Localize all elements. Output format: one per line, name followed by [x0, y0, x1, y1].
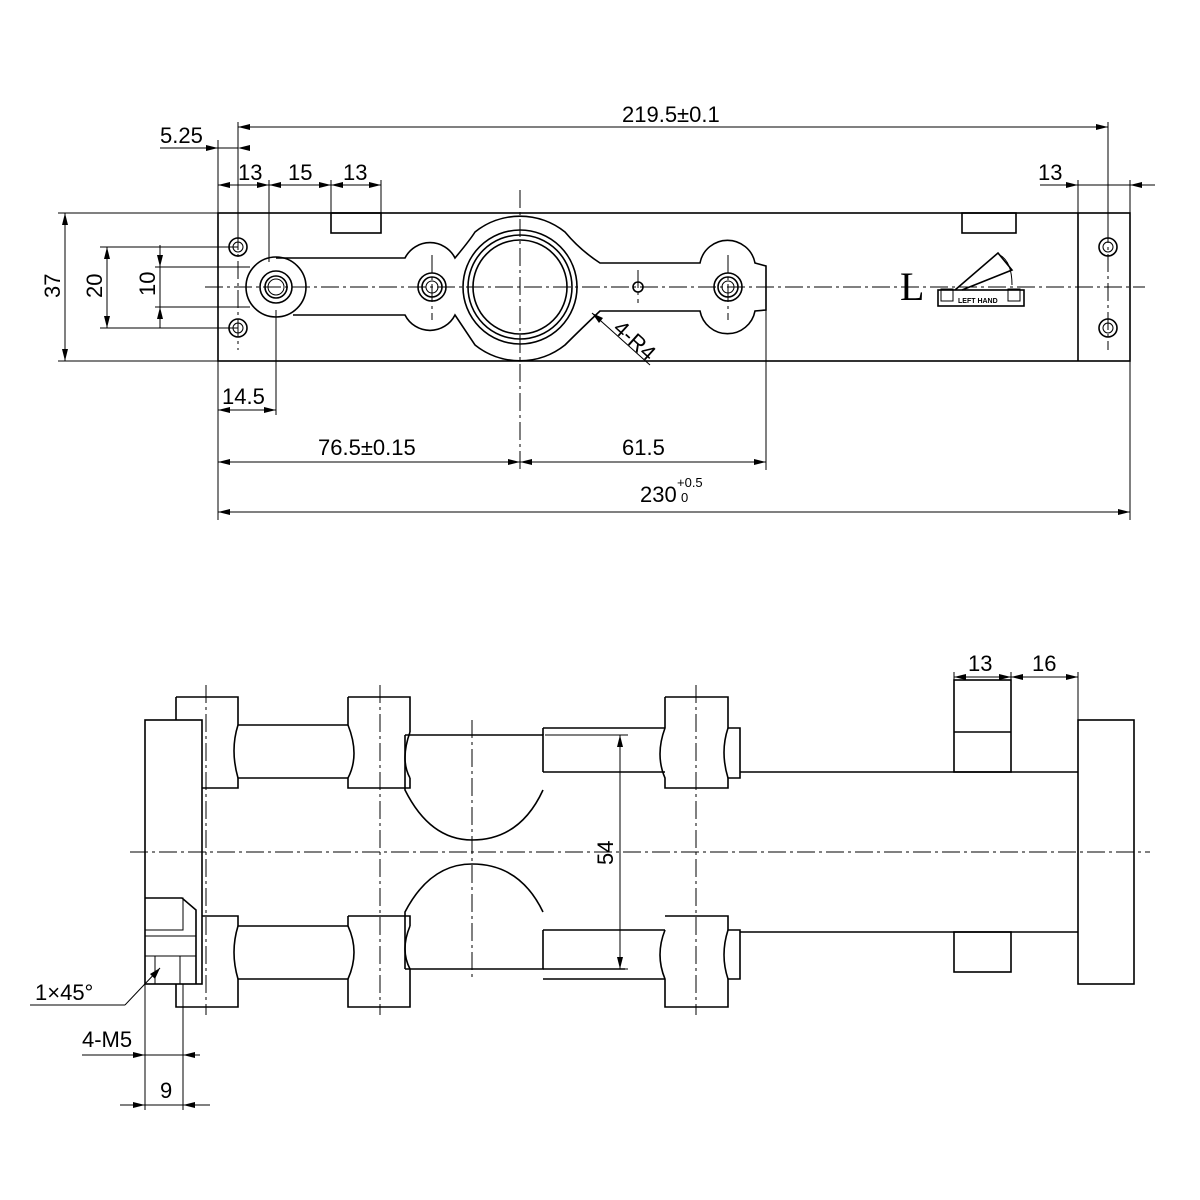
- dim-left-offset: 5.25: [160, 123, 203, 148]
- front-right-block: [1077, 719, 1135, 985]
- dim-tol-lower: 0: [681, 490, 688, 505]
- hand-label: LEFT HAND: [958, 298, 998, 305]
- dim-height-37: 37: [40, 274, 65, 298]
- dim-total-base: 230: [640, 482, 677, 507]
- dim-61-5: 61.5: [622, 435, 665, 460]
- dim-13-a: 13: [238, 160, 262, 185]
- dim-front-16: 16: [1032, 651, 1056, 676]
- top-slot-right: [961, 212, 1017, 234]
- main-bore-outer: [462, 229, 578, 345]
- dim-13-right: 13: [1038, 160, 1062, 185]
- port-1-outer: [417, 272, 447, 302]
- dim-13-b: 13: [343, 160, 367, 185]
- port-2-inner: [717, 276, 739, 298]
- dim-overall-length: 219.5±0.1: [622, 102, 720, 127]
- front-view: 13 16 54 1×45° 4-M5 9: [30, 651, 1150, 1110]
- mount-hole-br-inner: [1102, 322, 1114, 334]
- dim-radius-note: 4-R4: [609, 315, 661, 365]
- dim-14-5: 14.5: [222, 384, 265, 409]
- dim-chamfer: 1×45°: [35, 980, 93, 1005]
- left-hand-icon: LEFT HAND: [937, 251, 1025, 307]
- front-left-plate: [144, 719, 203, 985]
- mount-hole-br: [1098, 318, 1118, 338]
- dim-15: 15: [288, 160, 312, 185]
- dim-front-13: 13: [968, 651, 992, 676]
- dim-thread: 4-M5: [82, 1027, 132, 1052]
- mount-hole-tr-inner: [1102, 241, 1114, 253]
- top-view: L LEFT HAND 219.5±0.1 5.25: [40, 102, 1155, 520]
- port-2-outer: [713, 272, 743, 302]
- dim-front-54: 54: [593, 841, 618, 865]
- main-bore-inner: [472, 239, 568, 335]
- dim-height-10: 10: [135, 272, 160, 296]
- main-bore-ring: [467, 234, 573, 340]
- dim-tol-upper: +0.5: [677, 475, 703, 490]
- dim-76-5: 76.5±0.15: [318, 435, 416, 460]
- port-1-inner: [421, 276, 443, 298]
- dim-front-9: 9: [160, 1078, 172, 1103]
- left-fitting-inner: [264, 275, 288, 299]
- left-fitting-core: [267, 278, 285, 296]
- port-1-core: [425, 280, 439, 294]
- manifold-outline: [276, 215, 767, 362]
- port-2-core: [721, 280, 735, 294]
- top-slot-left: [330, 212, 382, 234]
- left-fitting-mid: [259, 270, 293, 304]
- hand-letter: L: [900, 264, 924, 309]
- mount-hole-tr: [1098, 237, 1118, 257]
- dim-height-20: 20: [82, 274, 107, 298]
